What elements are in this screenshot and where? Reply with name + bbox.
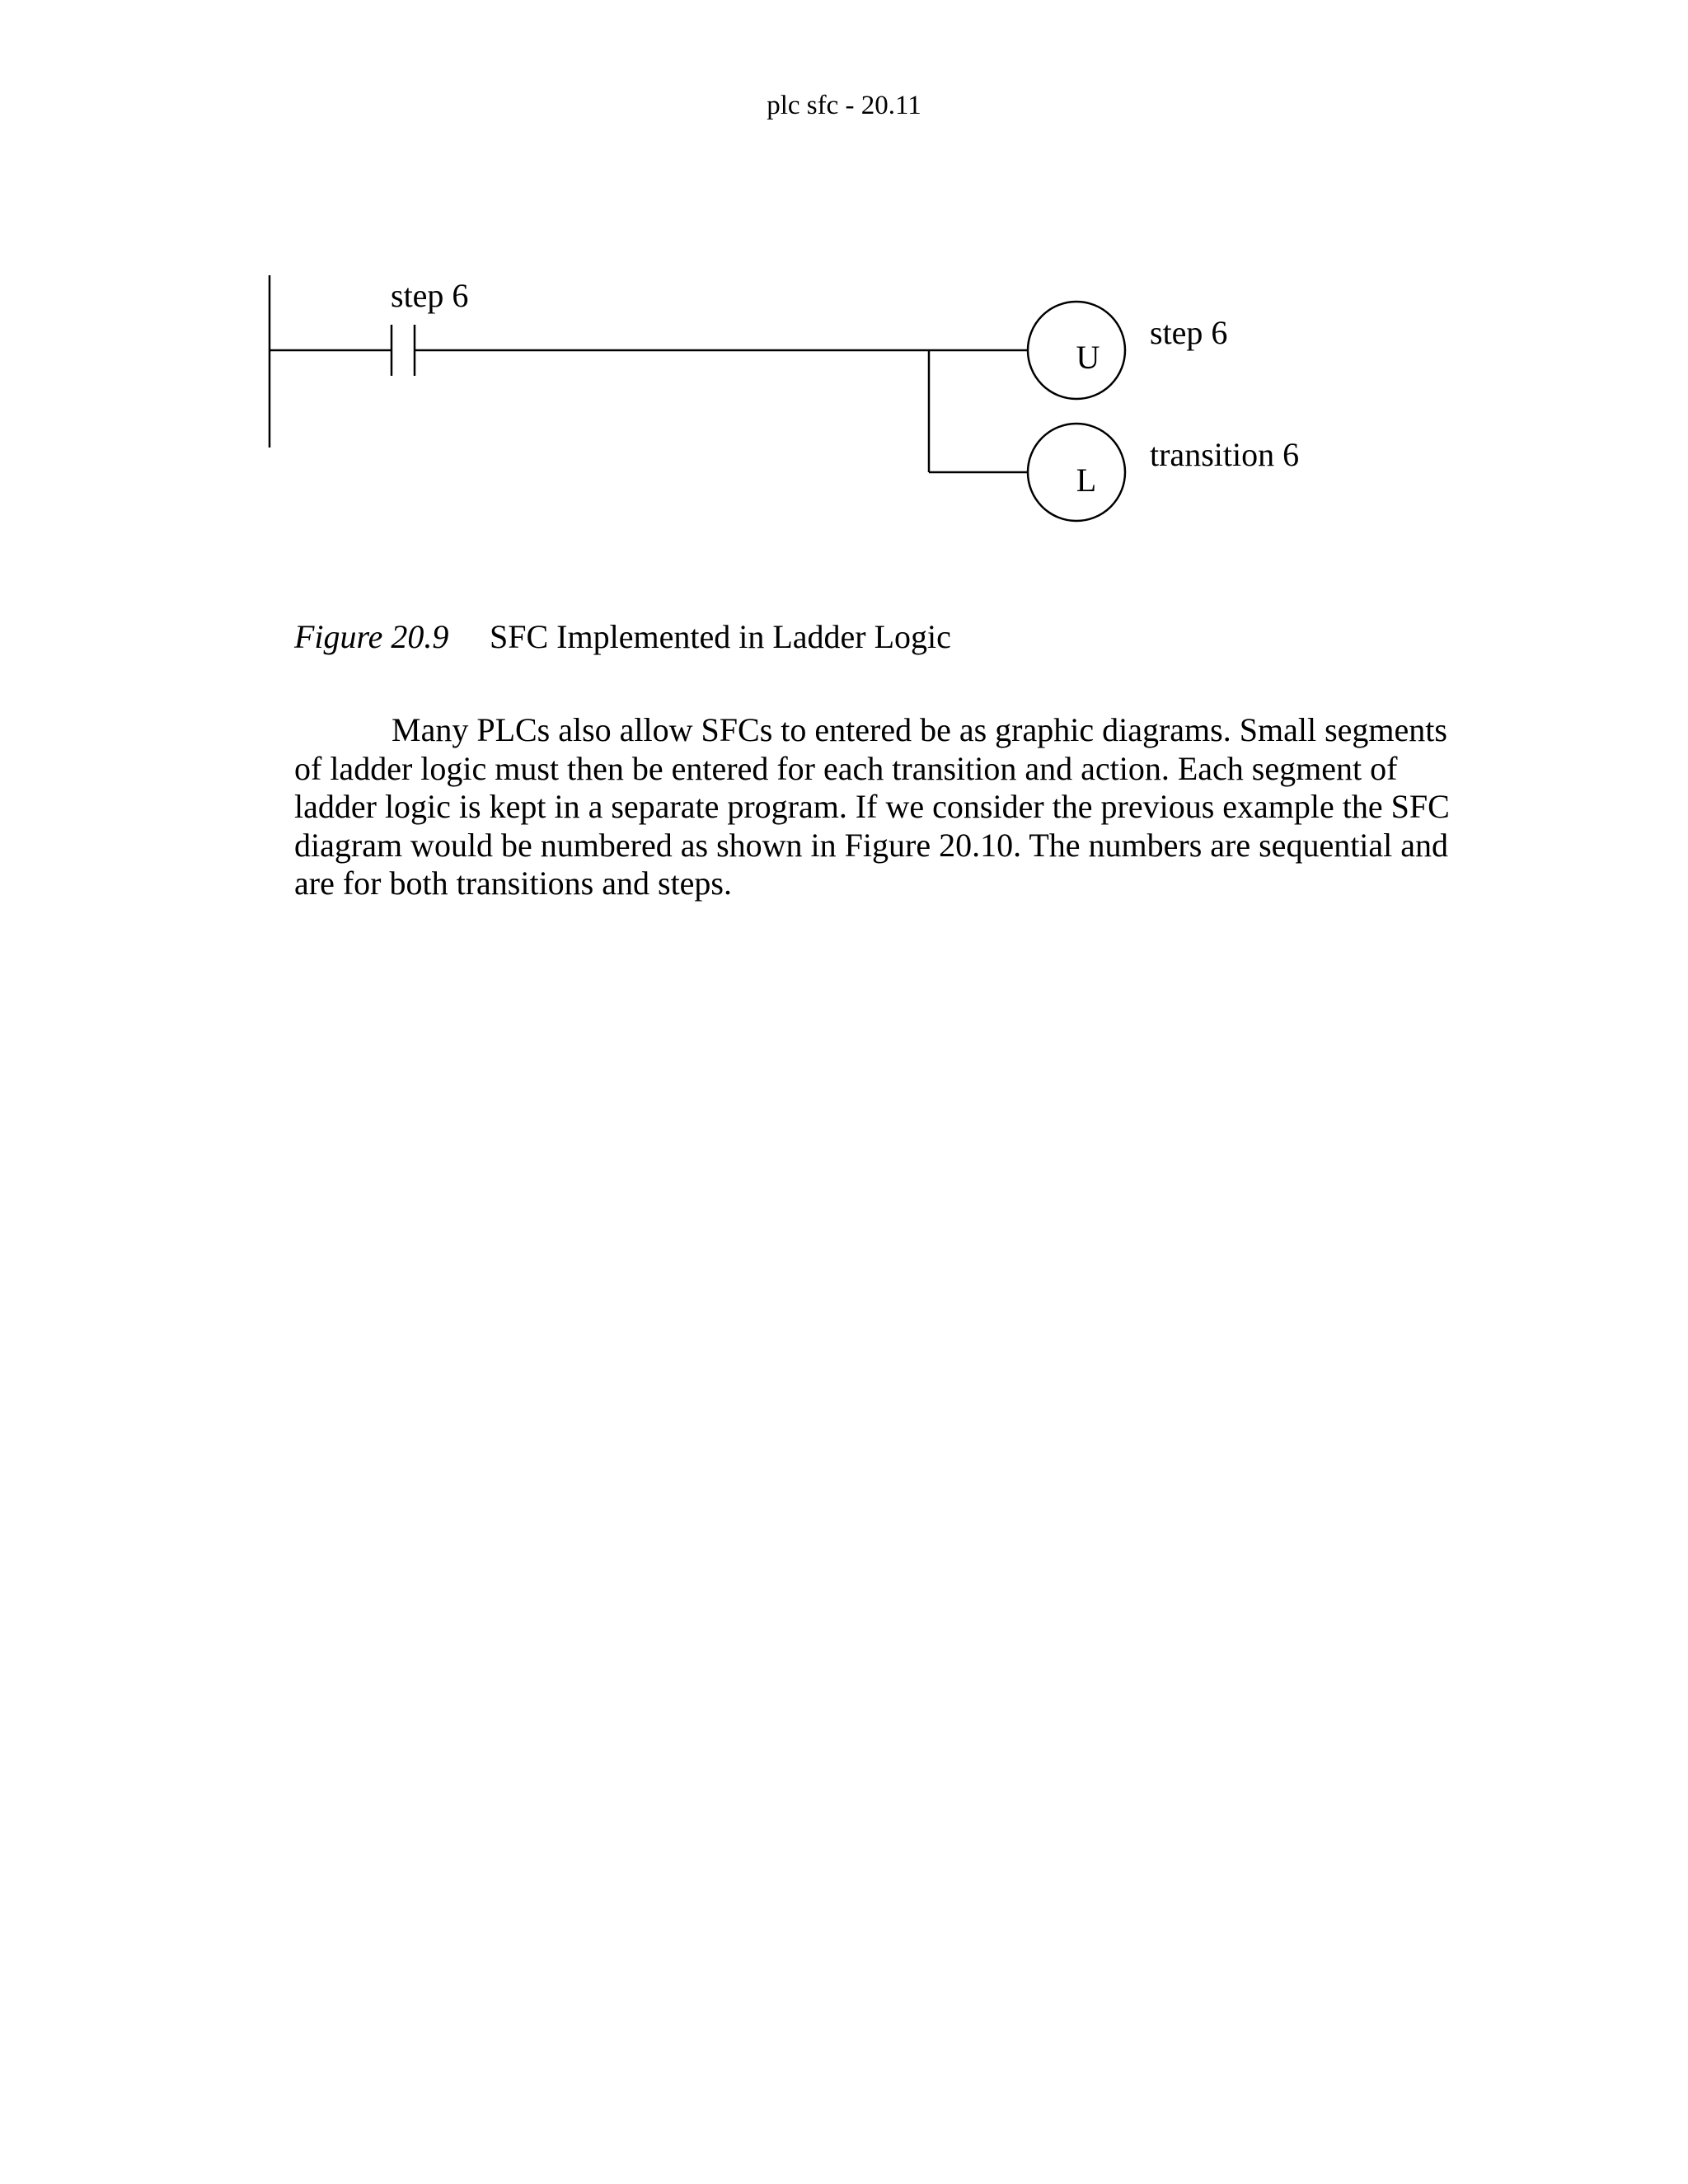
latch-coil-letter: L [1076,462,1096,499]
figure-title: SFC Implemented in Ladder Logic [490,618,951,655]
running-header: plc sfc - 20.11 [767,91,921,120]
contact-label: step 6 [391,277,468,314]
unlatch-coil [1026,300,1127,401]
figure-caption: Figure 20.9 SFC Implemented in Ladder Log… [294,616,951,658]
body-paragraph: Many PLCs also allow SFCs to entered be … [294,711,1450,902]
unlatch-coil-letter: U [1076,339,1100,376]
ladder-logic-diagram: step 6 U L step 6 transition 6 [268,275,1299,523]
latch-coil-label: transition 6 [1150,436,1299,473]
latch-coil [1026,422,1127,523]
figure-number: Figure 20.9 [294,618,449,655]
unlatch-coil-label: step 6 [1150,314,1227,351]
